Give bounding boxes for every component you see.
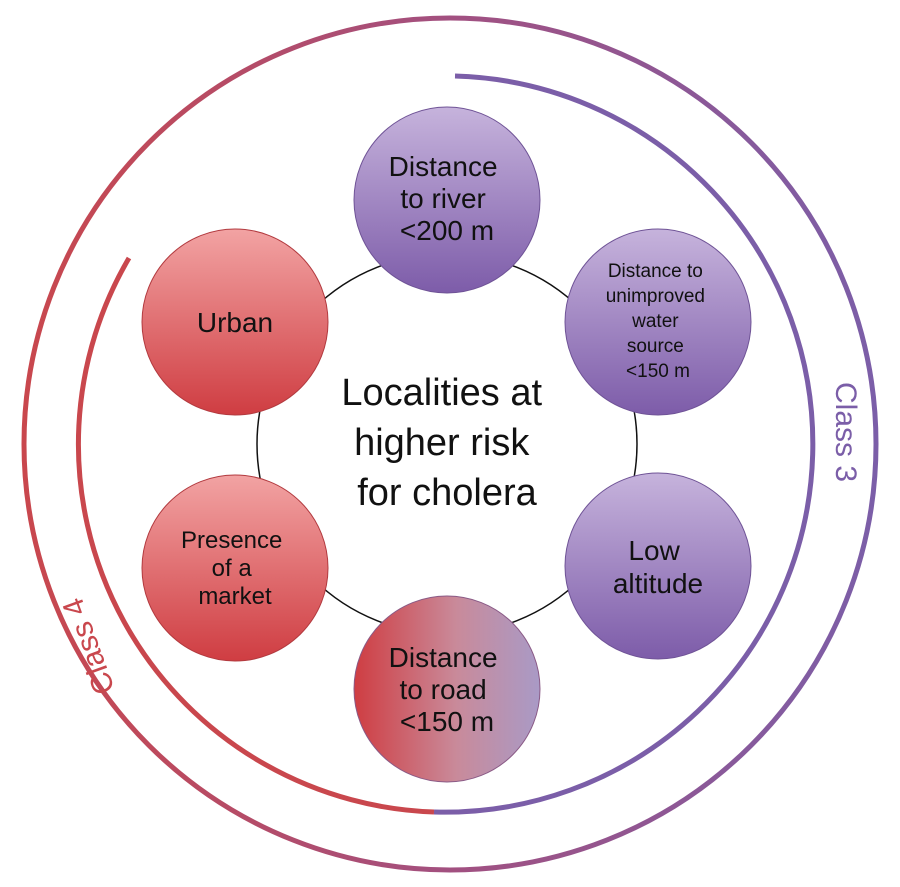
svg-text:Distance to road <: Distance to road <150 m [389, 642, 506, 737]
svg-text:Urban: Urban [197, 307, 273, 338]
svg-text:Distance to unimproved: Distance to unimproved water source <150… [606, 261, 711, 382]
svg-text:Low altitude: Low altitude [613, 535, 703, 599]
node-distance-to-water-source: Distance to unimproved water source <150… [564, 228, 752, 416]
class-4-arc [75, 256, 435, 815]
center-line-1: Localities at [341, 372, 542, 414]
center-line-2: higher risk [354, 422, 530, 464]
center-line-3: for cholera [357, 472, 537, 514]
node-urban: Urban [141, 228, 329, 416]
node-distance-to-river: Distance to river <200 m [353, 106, 541, 294]
svg-text:Presence of a mark: Presence of a market [181, 527, 289, 610]
node-low-altitude: Low altitude [564, 472, 752, 660]
node-presence-of-market: Presence of a market [141, 474, 329, 662]
outer-ring [21, 15, 879, 873]
svg-text:Distance to river: Distance to river <200 m [389, 151, 506, 246]
class-4-label: Class 4 [56, 594, 121, 699]
class-3-arc [433, 73, 816, 815]
center-title: Localities at higher risk for cholera [341, 372, 552, 514]
class-3-label: Class 3 [829, 382, 862, 482]
node-distance-to-road: Distance to road <150 m [353, 595, 541, 783]
